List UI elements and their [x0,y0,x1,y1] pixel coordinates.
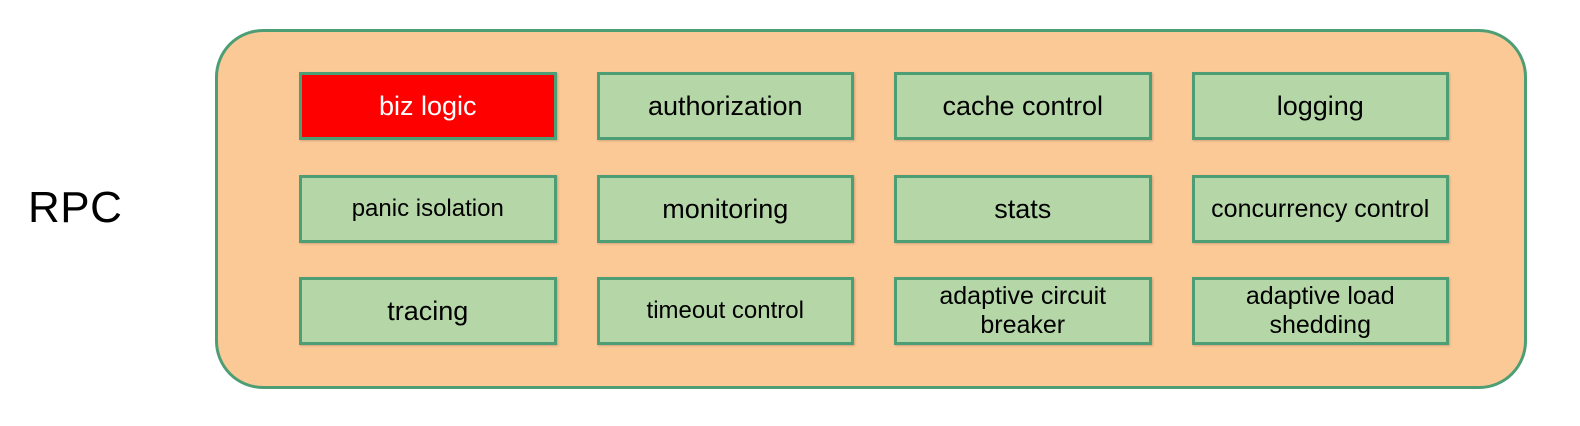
feature-row: panic isolation monitoring stats concurrenc… [299,175,1449,243]
feature-cell-adaptive-circuit-breaker[interactable]: adaptive circuit breaker [894,277,1152,345]
feature-cell-panic-isolation[interactable]: panic isolation [299,175,557,243]
feature-cell-adaptive-load-shedding[interactable]: adaptive load shedding [1191,277,1449,345]
feature-cell-cache-control[interactable]: cache control [894,72,1152,140]
feature-cell-authorization[interactable]: authorization [596,72,854,140]
feature-cell-stats[interactable]: stats [894,175,1152,243]
feature-cell-monitoring[interactable]: monitoring [596,175,854,243]
feature-grid: biz logic authorization cache control loggi… [218,32,1524,386]
feature-row: biz logic authorization cache control loggi… [299,72,1449,140]
rpc-framework-container: biz logic authorization cache control loggi… [215,29,1527,389]
feature-cell-logging[interactable]: logging [1191,72,1449,140]
feature-cell-concurrency-control[interactable]: concurrency control [1191,175,1449,243]
feature-cell-timeout-control[interactable]: timeout control [596,277,854,345]
feature-row: tracing timeout control adaptive circuit b… [299,277,1449,345]
rpc-side-label: RPC [28,183,123,232]
feature-cell-tracing[interactable]: tracing [299,277,557,345]
feature-cell-biz-logic[interactable]: biz logic [299,72,557,140]
